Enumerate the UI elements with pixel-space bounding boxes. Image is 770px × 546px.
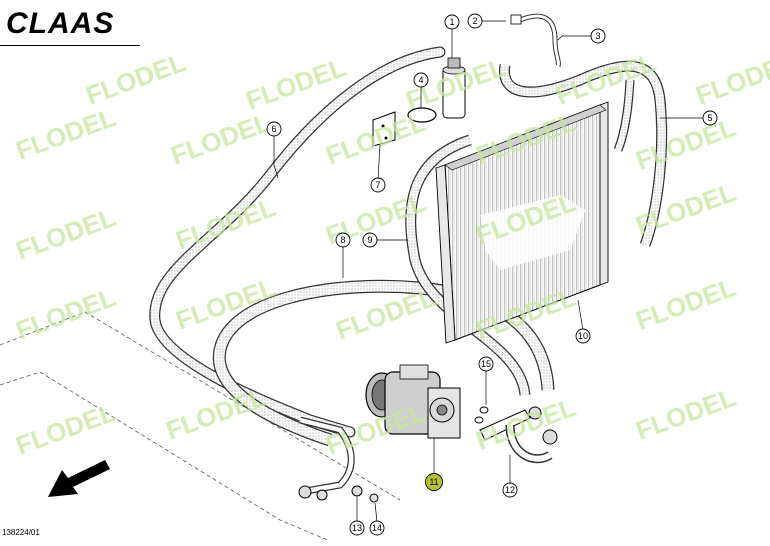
callout-number: 5 [707, 113, 712, 123]
watermark-text: FLODEL [172, 192, 280, 256]
watermark-text: FLODEL [632, 382, 740, 446]
callout-circle [266, 121, 282, 137]
callout-circle [478, 356, 494, 372]
leader-line-14 [374, 502, 378, 523]
callout-number: 7 [375, 180, 380, 190]
nut-14 [369, 493, 379, 503]
callout-6[interactable]: 6 [266, 121, 282, 137]
chassis-outline [0, 311, 401, 542]
bracket-7 [372, 111, 396, 147]
callout-number: 8 [340, 235, 345, 245]
watermark-text: FLODEL [162, 382, 270, 446]
callout-number: 10 [578, 331, 588, 341]
callout-number: 3 [595, 31, 600, 41]
brand-logo: CLAAS [6, 7, 115, 40]
callout-15[interactable]: 15 [478, 356, 494, 372]
watermark-text: FLODEL [472, 392, 580, 456]
callout-8[interactable]: 8 [335, 232, 351, 248]
watermark-text: FLODEL [632, 272, 740, 336]
clamp-ring-4 [407, 107, 437, 123]
callout-circle [444, 14, 460, 30]
direction-arrow-icon [48, 460, 110, 497]
callout-number: 15 [481, 359, 491, 369]
watermark-text: FLODEL [12, 397, 120, 461]
watermark-text: FLODEL [322, 107, 430, 171]
callout-2[interactable]: 2 [467, 13, 483, 29]
hose-5 [499, 60, 668, 247]
callout-number: 13 [352, 523, 362, 533]
watermark-text: FLODEL [12, 282, 120, 346]
compressor-11 [365, 364, 461, 439]
callout-number: 6 [271, 124, 276, 134]
o-rings-15 [474, 406, 489, 424]
callout-circle [575, 328, 591, 344]
callout-13[interactable]: 13 [349, 520, 365, 536]
watermark-text: FLODEL [167, 107, 275, 171]
watermark-text: FLODEL [552, 47, 660, 111]
callout-circle [335, 232, 351, 248]
leader-line-3 [557, 35, 592, 41]
callout-circle [425, 473, 443, 491]
receiver-drier-1 [442, 57, 466, 119]
leader-line-10 [577, 299, 584, 331]
callout-number: 4 [418, 75, 423, 85]
callout-10[interactable]: 10 [575, 328, 591, 344]
callout-circle [702, 110, 718, 126]
callout-number: 1 [449, 17, 454, 27]
callout-12[interactable]: 12 [502, 482, 518, 498]
callout-3[interactable]: 3 [590, 28, 606, 44]
watermark-text: FLODEL [12, 102, 120, 166]
callout-number: 14 [372, 523, 382, 533]
condenser-10 [435, 101, 609, 344]
clamp-13 [351, 485, 363, 497]
callout-circle [369, 520, 385, 536]
drawing-number: 138224/01 [2, 528, 40, 537]
callout-number: 9 [367, 235, 372, 245]
callout-circle [349, 520, 365, 536]
pipe-3 [510, 13, 561, 68]
callout-1[interactable]: 1 [444, 14, 460, 30]
callout-4[interactable]: 4 [413, 72, 429, 88]
hose-9 [405, 134, 531, 396]
watermark-text: FLODEL [632, 112, 740, 176]
callout-number: 11 [429, 477, 438, 487]
callout-circle [362, 232, 378, 248]
callout-circle [502, 482, 518, 498]
callout-number: 2 [472, 16, 477, 26]
brand-underline [0, 45, 140, 46]
callout-number: 12 [505, 485, 515, 495]
leader-line-7 [377, 144, 381, 180]
callout-5[interactable]: 5 [702, 110, 718, 126]
callout-circle [590, 28, 606, 44]
pipe-lower-left [298, 416, 355, 501]
callout-14[interactable]: 14 [369, 520, 385, 536]
callout-9[interactable]: 9 [362, 232, 378, 248]
callout-11[interactable]: 11 [425, 473, 443, 491]
hose-8 [212, 279, 555, 447]
leader-line-6 [273, 135, 279, 179]
callout-circle [413, 72, 429, 88]
callout-circle [467, 13, 483, 29]
fitting-12 [479, 406, 558, 464]
watermark-text: FLODEL [632, 177, 740, 241]
leader-lines [273, 20, 704, 523]
watermark-text: FLODEL [12, 202, 120, 266]
watermark-text: FLODEL [82, 47, 190, 111]
callout-7[interactable]: 7 [370, 177, 386, 193]
watermark-text: FLODEL [692, 47, 770, 111]
callout-circle [370, 177, 386, 193]
